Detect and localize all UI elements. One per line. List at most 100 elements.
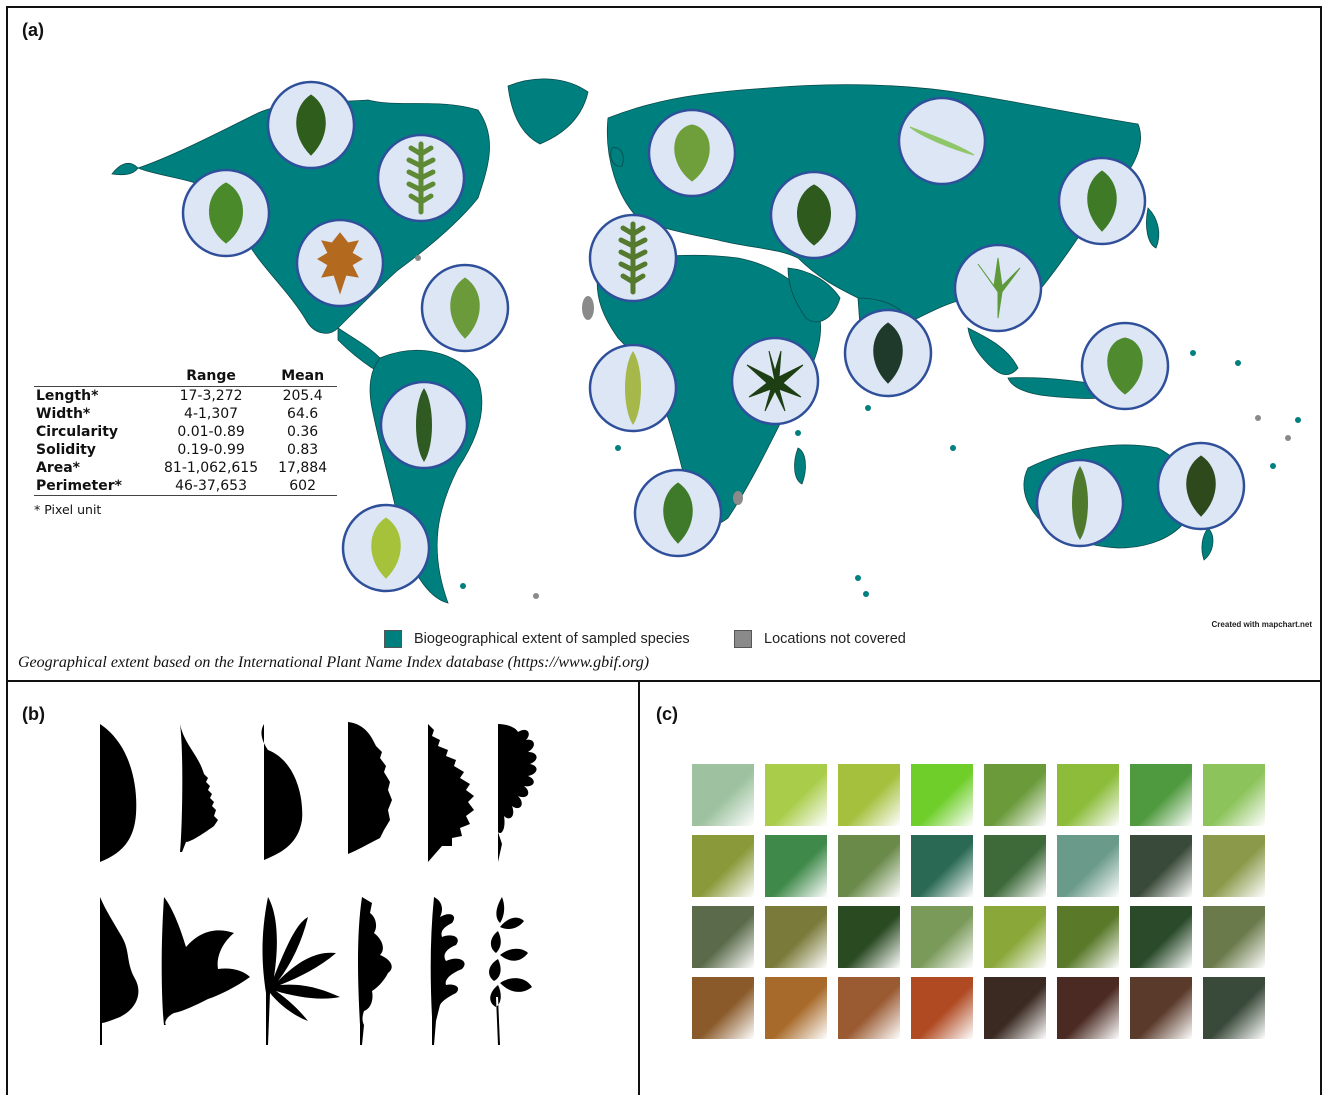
texture-tile [692,835,754,897]
silhouette-palmate-compound [262,897,340,1045]
silhouette-palmate-lobed [161,897,250,1025]
land-mass [794,447,806,485]
texture-tile [765,906,827,968]
leaf-icon [746,350,804,412]
leaf-icon [416,388,432,462]
land-mass [610,147,624,167]
texture-tile [1130,977,1192,1039]
leaf-marker [588,213,678,303]
texture-tile [1130,906,1192,968]
panel-c: (c) [638,680,1322,1095]
island [795,430,801,436]
leaf-icon [296,94,326,156]
land-mass [507,78,589,145]
island [863,591,869,597]
silhouette-entire [100,724,137,862]
leaf-marker [266,80,356,170]
texture-tile [1203,906,1265,968]
leaf-marker [295,218,385,308]
leaf-icon [797,184,831,246]
island [1285,435,1291,441]
leaf-icon [977,257,1021,319]
legend-swatch-not-covered [734,630,752,648]
row-range: 4-1,307 [184,406,239,422]
leaf-icon [209,182,243,244]
silhouette-acuminate [261,724,303,860]
texture-tile [984,906,1046,968]
island [625,135,631,141]
panel-a-label: (a) [22,20,44,40]
leaf-marker [181,168,271,258]
island [1255,415,1261,421]
texture-tile [838,977,900,1039]
row-name: Perimeter* [34,477,154,496]
leaf-marker [1035,458,1125,548]
leaf-marker [897,96,987,186]
texture-tile [984,835,1046,897]
leaf-icon [317,232,363,295]
silhouette-lobed-edge [348,722,392,854]
leaf-icon [450,277,480,339]
leaf-marker [379,380,469,470]
leaf-marker [420,263,510,353]
leaf-icon [1107,337,1143,395]
world-map [111,78,1301,604]
uncovered-region [733,491,743,505]
silhouette-dentate [428,724,474,862]
leaf-marker [588,343,678,433]
leaf-marker [1080,321,1170,411]
leaf-marker [843,308,933,398]
texture-tile [1130,764,1192,826]
leaf-marker [376,133,466,223]
texture-tile [1203,764,1265,826]
island [1295,417,1301,423]
row-mean: 0.36 [287,424,319,440]
texture-tile [1057,977,1119,1039]
leaf-icon [1072,466,1088,540]
leaf-marker [1057,156,1147,246]
texture-tile [911,906,973,968]
row-range: 0.01-0.89 [177,424,245,440]
table-header-blank [34,366,154,387]
leaf-icon [909,126,975,156]
silhouette-serrate [180,724,218,852]
texture-tile [911,977,973,1039]
row-name: Length* [36,388,99,404]
uncovered-region [582,296,594,320]
leaf-icon [663,482,693,544]
texture-tile [692,906,754,968]
land-mass [1146,207,1160,249]
map-caption: Geographical extent based on the Interna… [18,654,650,671]
silhouette-laciniate [430,897,465,1045]
texture-tile [911,764,973,826]
land-mass [787,267,841,323]
texture-tile [1203,977,1265,1039]
island [1235,360,1241,366]
row-range: 46-37,653 [154,477,269,496]
row-range: 0.19-0.99 [177,442,245,458]
silhouette-pinnate-compound [489,897,532,1045]
row-range: 81-1,062,615 [164,460,259,476]
leaf-marker [730,336,820,426]
texture-tile [984,764,1046,826]
table-header-mean: Mean [268,366,338,387]
row-name: Area* [36,460,81,476]
texture-tile [911,835,973,897]
legend-swatch-covered [384,630,402,648]
legend-covered: Biogeographical extent of sampled specie… [384,630,690,648]
silhouette-asymmetric [100,897,139,1045]
texture-tile [838,835,900,897]
leaf-marker [341,503,431,593]
texture-tile [1057,764,1119,826]
map-credit: Created with mapchart.net [1211,620,1312,629]
texture-tile [838,764,900,826]
texture-tile [1203,835,1265,897]
texture-tile [1057,835,1119,897]
panel-b: (b) [6,680,640,1095]
